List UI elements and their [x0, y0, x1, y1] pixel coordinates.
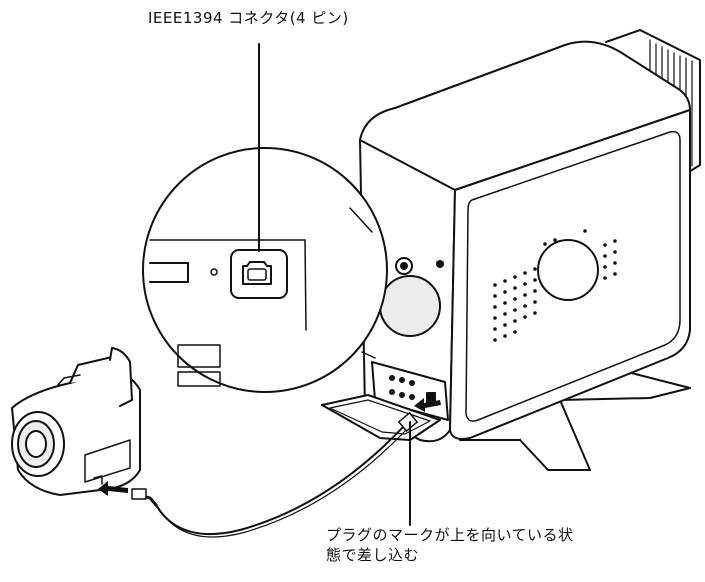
ieee1394-port-icon [230, 249, 288, 299]
instruction-line-1: プラグのマークが上を向いている状 [326, 526, 574, 544]
instruction-callout: プラグのマークが上を向いている状 態で差し込む [326, 525, 574, 566]
speaker-grille [493, 229, 617, 342]
instruction-line-2: 態で差し込む [326, 546, 420, 565]
insertion-arrow-icon [98, 481, 128, 496]
camcorder [11, 347, 141, 496]
insertion-arrow-icon-2 [414, 398, 441, 412]
ieee1394-cable [131, 412, 418, 538]
connector-callout: IEEE1394 コネクタ(4 ピン) [148, 9, 349, 27]
front-drive-disc [379, 275, 441, 337]
side-power-button [537, 239, 599, 301]
pc-tower [321, 29, 701, 471]
front-button-2 [436, 260, 444, 268]
magnifier [142, 147, 388, 393]
